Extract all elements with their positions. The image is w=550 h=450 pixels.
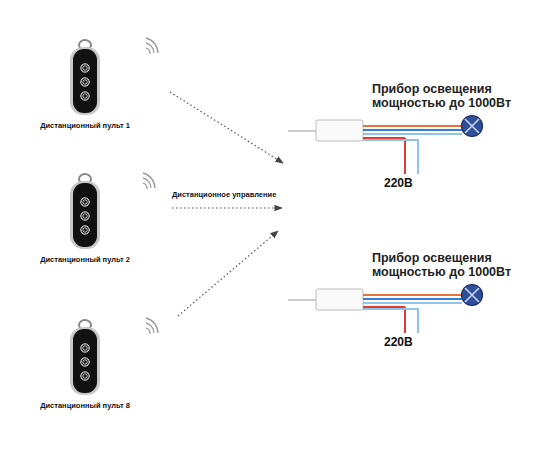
remote-label: Дистанционный пульт 8 [40, 401, 130, 410]
signal-waves [143, 38, 158, 334]
voltage-label: 220В [384, 176, 413, 190]
arrow-label: Дистанционное управление [172, 190, 276, 199]
lighting-device: Прибор освещения мощностью до 1000Вт [372, 251, 512, 279]
voltage-label: 220В [384, 335, 413, 349]
device-heading: Прибор освещения мощностью до 1000Вт [372, 82, 512, 110]
remote-control: Дистанционный пульт 1 [40, 38, 130, 130]
remote-control: Дистанционный пульт 8 [40, 318, 130, 410]
remote-label: Дистанционный пульт 1 [40, 121, 130, 130]
remote-control: Дистанционный пульт 2 [40, 172, 130, 264]
receiver-module [288, 289, 462, 333]
remote-label: Дистанционный пульт 2 [40, 255, 130, 264]
lamp-symbol [460, 114, 484, 138]
remote-fob [67, 318, 103, 398]
signal-arrow [170, 92, 283, 316]
lighting-device: Прибор освещения мощностью до 1000Вт [372, 82, 512, 110]
lamp-symbol [460, 283, 484, 307]
remote-fob [67, 172, 103, 252]
receiver-module [288, 120, 462, 174]
device-heading: Прибор освещения мощностью до 1000Вт [372, 251, 512, 279]
remote-fob [67, 38, 103, 118]
